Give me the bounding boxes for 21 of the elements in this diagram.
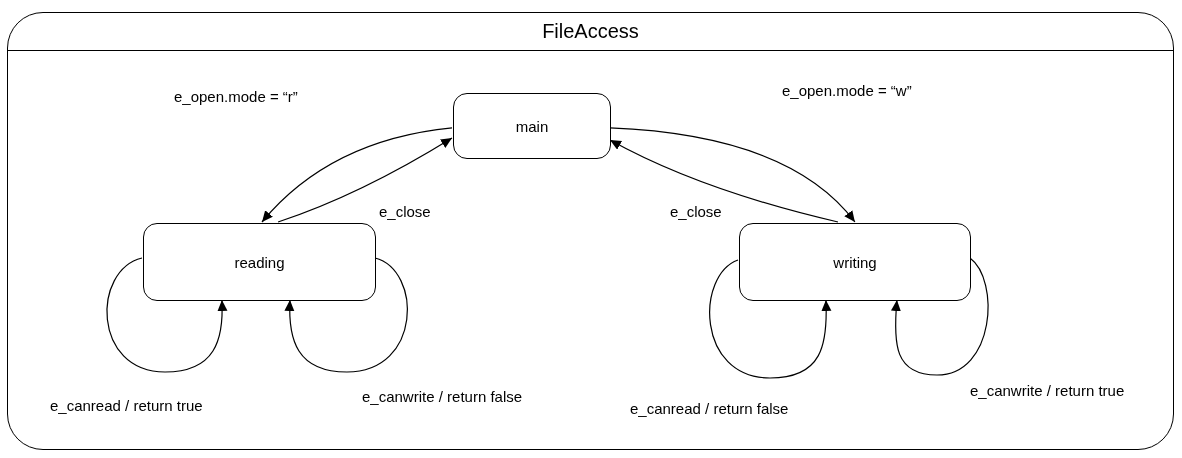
self-loop-arrow: [709, 259, 832, 379]
edge-label: e_canwrite / return false: [360, 388, 525, 405]
arrow: [609, 127, 856, 223]
edge-label: e_close: [668, 203, 724, 220]
self-loop-arrow: [891, 257, 989, 376]
edge-label: e_canread / return true: [48, 397, 205, 414]
state-box: writing: [739, 223, 971, 301]
state-box: reading: [143, 223, 376, 301]
edge-label: e_canwrite / return true: [968, 382, 1127, 399]
edge-label: e_close: [377, 203, 433, 220]
arrow: [261, 127, 453, 223]
composite-state-box: [7, 12, 1174, 450]
self-loop-arrow: [284, 257, 408, 373]
edge-label: e_open.mode = “r”: [172, 88, 300, 105]
arrow: [609, 139, 839, 223]
edge-label: e_canread / return false: [628, 400, 791, 417]
self-loop-arrow: [106, 257, 228, 373]
edge-label: e_open.mode = “w”: [780, 82, 914, 99]
state-box: main: [453, 93, 611, 159]
state-title: FileAccess: [542, 20, 639, 43]
arrow: [277, 137, 453, 223]
